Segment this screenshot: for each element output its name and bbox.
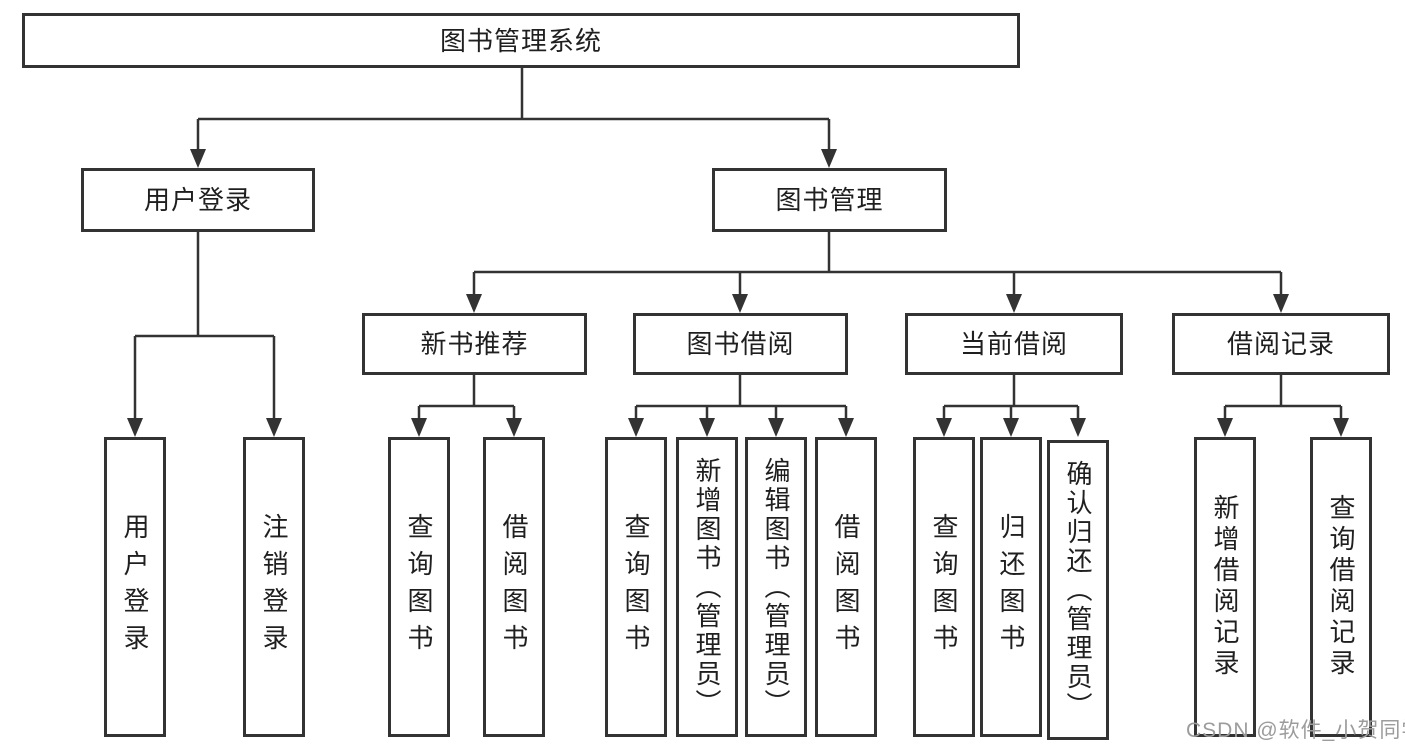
- leaf-borrow-books-borrowing: 借阅图书: [815, 437, 877, 737]
- leaf-return-book: 归还图书: [980, 437, 1042, 737]
- leaf-add-borrowing-record: 新增借阅记录: [1194, 437, 1256, 737]
- leaf-query-borrowing-record: 查询借阅记录: [1310, 437, 1372, 737]
- leaf-query-books-borrowing: 查询图书: [605, 437, 667, 737]
- leaf-query-books-recommendation: 查询图书: [388, 437, 450, 737]
- node-label: 借阅图书: [499, 513, 529, 661]
- node-label: 确认归还（管理员）: [1063, 459, 1093, 721]
- node-user-login: 用户登录: [81, 168, 315, 232]
- node-label: 图书借阅: [686, 329, 795, 359]
- node-label: 借阅记录: [1226, 329, 1335, 359]
- node-label: 当前借阅: [959, 329, 1068, 359]
- node-label: 图书管理: [775, 185, 884, 215]
- node-label: 归还图书: [996, 513, 1026, 661]
- node-label: 注销登录: [259, 513, 289, 661]
- node-borrowing-records: 借阅记录: [1172, 313, 1390, 375]
- node-library-management-system: 图书管理系统: [22, 13, 1020, 68]
- node-label: 图书管理系统: [439, 25, 602, 56]
- node-label: 新增借阅记录: [1210, 494, 1240, 680]
- node-label: 新增图书（管理员）: [692, 456, 722, 718]
- leaf-edit-book-admin: 编辑图书（管理员）: [745, 437, 807, 737]
- node-label: 查询图书: [621, 513, 651, 661]
- node-label: 查询图书: [929, 513, 959, 661]
- node-current-borrowing: 当前借阅: [905, 313, 1123, 375]
- leaf-add-book-admin: 新增图书（管理员）: [676, 437, 738, 737]
- node-label: 查询借阅记录: [1326, 494, 1356, 680]
- node-label: 借阅图书: [831, 513, 861, 661]
- leaf-logout: 注销登录: [243, 437, 305, 737]
- node-label: 用户登录: [120, 513, 150, 661]
- node-book-borrowing: 图书借阅: [633, 313, 848, 375]
- node-new-book-recommendation: 新书推荐: [362, 313, 587, 375]
- leaf-confirm-return-admin: 确认归还（管理员）: [1047, 440, 1109, 740]
- node-book-management: 图书管理: [712, 168, 947, 232]
- leaf-borrow-books-recommendation: 借阅图书: [483, 437, 545, 737]
- node-label: 新书推荐: [420, 329, 529, 359]
- leaf-query-books-current: 查询图书: [913, 437, 975, 737]
- csdn-watermark: CSDN @软件_小贺同学: [1186, 719, 1405, 742]
- node-label: 编辑图书（管理员）: [761, 456, 791, 718]
- node-label: 查询图书: [404, 513, 434, 661]
- leaf-user-login: 用户登录: [104, 437, 166, 737]
- node-label: 用户登录: [143, 185, 252, 215]
